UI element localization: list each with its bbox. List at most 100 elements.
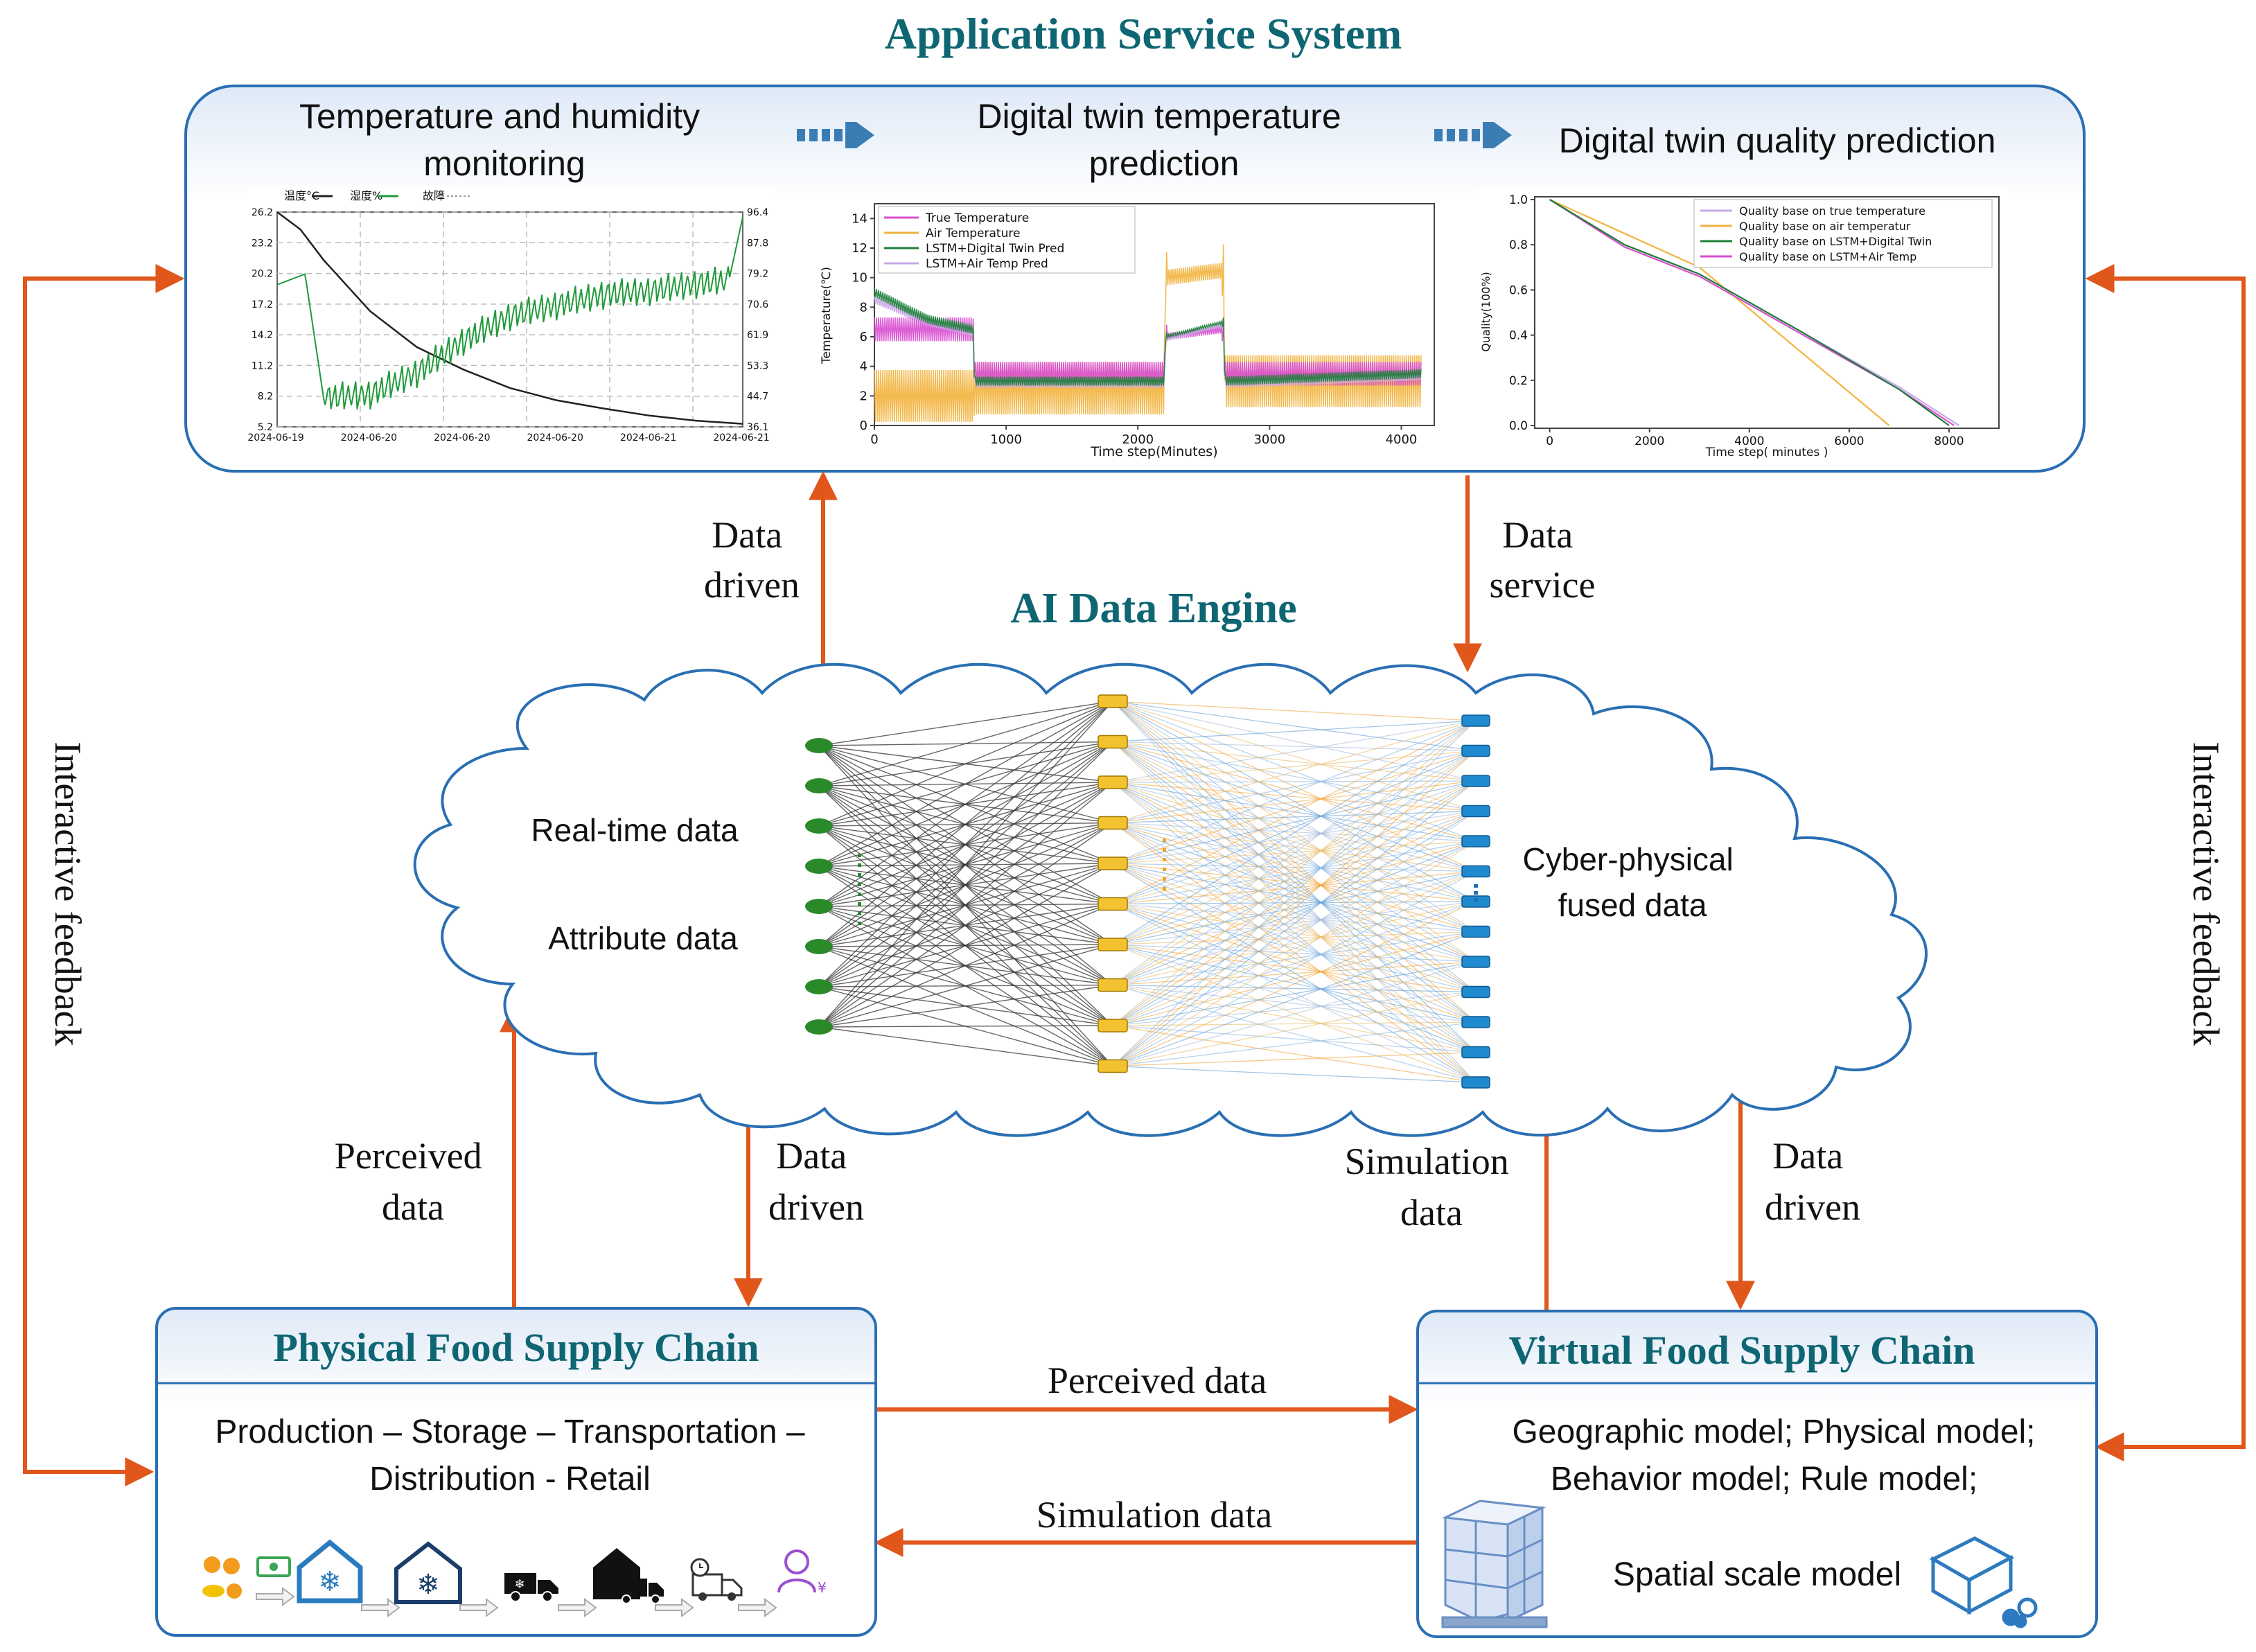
nn-edge <box>818 701 1113 947</box>
nn-edge <box>818 1025 1113 1028</box>
nn-output-node <box>1461 835 1490 847</box>
nn-edge <box>1112 810 1477 824</box>
nn-edge <box>1112 944 1477 1053</box>
chart2-frame <box>874 203 1435 426</box>
virtual-models-line2: Behavior model; Rule model; <box>1551 1461 1977 1497</box>
nn-edge <box>1112 750 1477 945</box>
nn-edge <box>1112 984 1477 1053</box>
stage-quality-prediction-label: Digital twin quality prediction <box>1559 121 1996 160</box>
nn-edge <box>818 782 1113 1028</box>
nn-edge <box>818 701 1113 907</box>
svg-text:故障: 故障 <box>423 189 445 202</box>
nn-edge <box>1112 701 1477 782</box>
nn-input-node <box>805 859 833 874</box>
nn-hidden-node <box>1098 735 1128 749</box>
nn-output-node <box>1461 775 1490 787</box>
nn-hidden-node <box>1098 816 1128 830</box>
chart2-y-tick: 12 <box>852 241 867 256</box>
nn-edge <box>1112 863 1477 963</box>
nn-edge <box>1112 741 1477 872</box>
nn-edge <box>1112 903 1477 963</box>
nn-edge <box>1112 750 1477 864</box>
nn-edge <box>818 741 1113 1028</box>
nn-edge <box>1112 841 1477 1067</box>
nn-edge <box>1112 863 1477 1083</box>
chart2-y-tick: 4 <box>860 360 867 374</box>
delivery-van-icon <box>690 1558 743 1601</box>
nn-edge <box>1112 810 1477 905</box>
svg-text:¥: ¥ <box>818 1579 827 1596</box>
nn-edge <box>1112 780 1477 824</box>
nn-edge <box>1112 944 1477 993</box>
nn-edge <box>1112 701 1477 842</box>
nn-edge <box>1112 822 1477 1023</box>
stage-monitoring-label: Temperature and humidity monitoring <box>299 97 710 183</box>
temperature-prediction-chart: Temperature(℃) Time step(Minutes) 024681… <box>818 195 1441 459</box>
nn-edge <box>818 1026 1113 1067</box>
nn-output-node <box>1461 1076 1490 1089</box>
nn-hidden-node <box>1098 897 1128 911</box>
label-attribute-data: Attribute data <box>548 920 738 956</box>
label-perceived-data-left: Perceived data <box>335 1135 491 1228</box>
label-data-service: Data service <box>1490 514 1596 606</box>
nn-edge <box>1112 741 1477 1083</box>
nn-edge <box>1112 750 1477 986</box>
nn-hidden-node <box>1098 1059 1128 1073</box>
nn-edge <box>1112 901 1477 986</box>
chart1-right-tick: 70.6 <box>747 299 768 310</box>
label-data-driven-top: Data driven <box>704 514 800 606</box>
chart3-y-tick: 0.2 <box>1509 374 1528 388</box>
chart2-xlabel: Time step(Minutes) <box>1090 444 1217 459</box>
feedback-loop-right <box>2085 264 2246 1461</box>
nn-edge <box>1112 961 1477 1067</box>
chart1-right-tick: 96.4 <box>747 207 768 218</box>
nn-edge <box>1112 741 1477 1053</box>
nn-edge <box>1112 961 1477 986</box>
nn-input-node <box>805 979 833 994</box>
nn-edge <box>1112 810 1477 945</box>
nn-edge <box>1112 720 1477 945</box>
chart2-y-tick: 14 <box>852 211 867 226</box>
chart3-y-tick: 1.0 <box>1509 193 1528 207</box>
virtual-title: Virtual Food Supply Chain <box>1508 1328 1975 1373</box>
nn-edge <box>1112 701 1477 812</box>
nn-hidden-node <box>1098 694 1128 708</box>
label-data-driven-left: Data driven <box>768 1135 864 1228</box>
feedback-loop-left <box>23 264 185 1486</box>
retail-customer-icon: ¥ <box>777 1549 827 1596</box>
nn-edge <box>1112 870 1477 1067</box>
nn-edge <box>1112 841 1477 1026</box>
nn-edge <box>1112 720 1477 905</box>
nn-edge <box>1112 720 1477 783</box>
flow-arrow-icon <box>361 1598 400 1617</box>
chart3-xlabel: Time step( minutes ) <box>1705 446 1828 459</box>
nn-edge <box>1112 863 1477 1053</box>
nn-edge <box>1112 782 1477 1083</box>
svg-text:❄: ❄ <box>318 1566 342 1598</box>
flow-arrow-icon <box>256 1587 295 1606</box>
svg-text:温度°C: 温度°C <box>284 189 319 202</box>
nn-edge <box>1112 782 1477 993</box>
nn-edge <box>1112 1065 1477 1083</box>
nn-output-node <box>1461 985 1490 999</box>
chart1-x-tick: 2024-06-19 <box>247 432 303 443</box>
nn-edge <box>1112 741 1477 752</box>
nn-edge <box>1112 750 1477 905</box>
chart3-legend-box <box>1693 199 1993 268</box>
chart2-series-line <box>874 288 1422 386</box>
refrigerated-truck-icon: ❄ <box>504 1573 558 1602</box>
nn-edge <box>818 701 1113 867</box>
chart3-y-tick: 0.0 <box>1509 419 1528 433</box>
nn-edge <box>1112 901 1477 1067</box>
chart2-legend-entry: Air Temperature <box>926 227 1020 240</box>
label-interactive-feedback-right: Interactive feedback <box>2185 741 2227 1046</box>
chart1-right-tick: 87.8 <box>747 238 768 249</box>
nn-edge <box>1112 741 1477 993</box>
nn-edge <box>818 944 1113 1028</box>
nn-edge <box>1112 1025 1477 1083</box>
chart1-right-tick: 36.1 <box>747 422 768 433</box>
nn-edge <box>1112 903 1477 1053</box>
nn-hidden-node <box>1098 938 1128 951</box>
chart2-y-tick: 8 <box>860 300 867 315</box>
nn-edge <box>1112 782 1477 872</box>
